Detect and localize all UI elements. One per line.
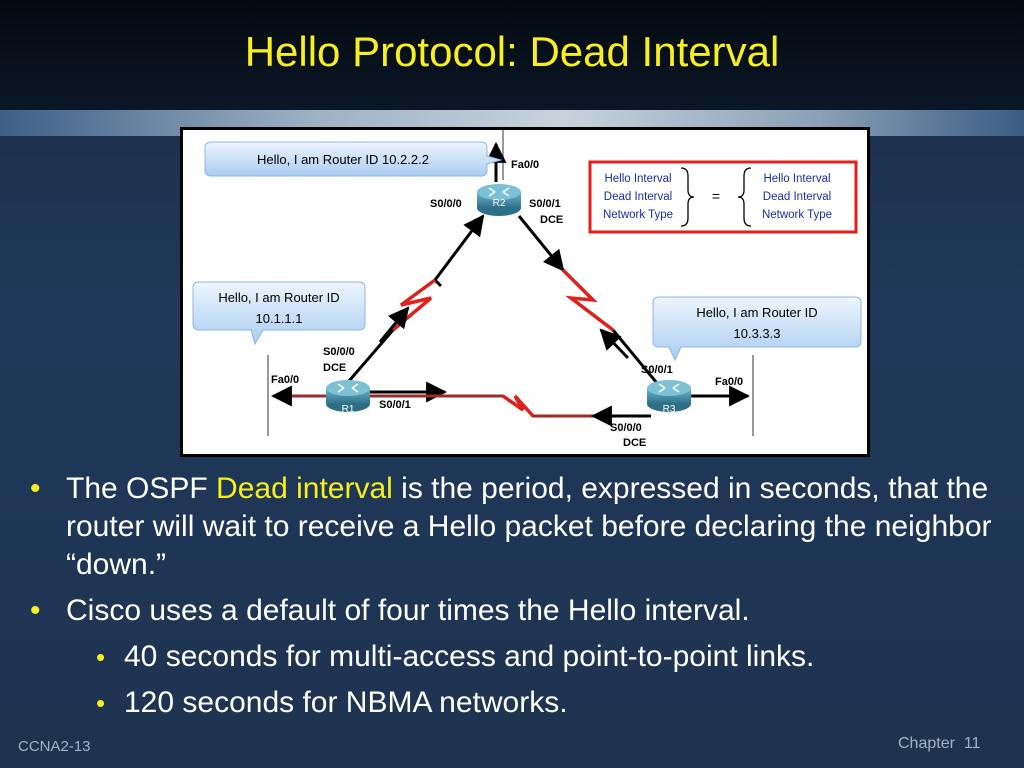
r2-s000-label: S0/0/0 <box>430 198 462 210</box>
r3-dce-label: DCE <box>623 437 646 449</box>
sub-bullet-40s: • 40 seconds for multi-access and point-… <box>30 638 1010 676</box>
r1-fa-label: Fa0/0 <box>271 374 299 386</box>
params-left-hello: Hello Interval <box>604 173 671 185</box>
r2-s001-label: S0/0/1 <box>529 198 561 210</box>
topology-svg: R2 R1 R3 Fa0/0 S0/0/0 S0/0/1 DCE S0/0/0 <box>192 130 862 449</box>
bullet-marker: • <box>30 472 41 505</box>
serial-link-r1-r3 <box>363 381 651 427</box>
serial-link-r1-r2 <box>341 214 485 389</box>
hello-bubble-r3-line2: 10.3.3.3 <box>734 326 781 341</box>
params-right-hello: Hello Interval <box>763 173 830 185</box>
bullet-cisco-default-text: Cisco uses a default of four times the H… <box>66 594 750 627</box>
r3-s000-label: S0/0/0 <box>610 422 642 434</box>
hello-bubble-r3: Hello, I am Router ID 10.3.3.3 <box>652 296 862 362</box>
router-r3-label: R3 <box>663 404 676 415</box>
hello-bubble-r2: Hello, I am Router ID 10.2.2.2 <box>204 141 503 177</box>
footer-chapter-label: Chapter <box>898 735 955 752</box>
bullet-dead-interval-pre: The OSPF <box>66 472 217 505</box>
footer-page-number: 11 <box>963 735 981 752</box>
sub-bullet-120s-text: 120 seconds for NBMA networks. <box>124 686 568 719</box>
params-left-network: Network Type <box>603 209 673 221</box>
serial-link-r2-r3 <box>517 215 663 389</box>
r1-s000-label: S0/0/0 <box>323 346 355 358</box>
left-brace-icon <box>680 167 695 227</box>
bullet-dead-interval-highlight: Dead interval <box>216 472 393 505</box>
r2-fa-label: Fa0/0 <box>511 159 539 171</box>
params-left-dead: Dead Interval <box>604 191 672 203</box>
router-r1-label: R1 <box>342 404 355 415</box>
bullet-cisco-default: • Cisco uses a default of four times the… <box>30 592 1010 630</box>
r2-dce-label: DCE <box>540 214 563 226</box>
ospf-params-box: Hello Interval Dead Interval Network Typ… <box>588 160 858 234</box>
network-diagram-frame: R2 R1 R3 Fa0/0 S0/0/0 S0/0/1 DCE S0/0/0 <box>180 127 870 457</box>
sub-bullet-120s: • 120 seconds for NBMA networks. <box>30 684 1010 722</box>
r1-s001-label: S0/0/1 <box>379 399 411 411</box>
r1-dce-label: DCE <box>323 362 346 374</box>
bullet-list: • The OSPF Dead interval is the period, … <box>30 470 1010 730</box>
hello-bubble-r1-line1: Hello, I am Router ID <box>218 290 339 305</box>
network-diagram: R2 R1 R3 Fa0/0 S0/0/0 S0/0/1 DCE S0/0/0 <box>183 130 867 454</box>
hello-bubble-r2-text: Hello, I am Router ID 10.2.2.2 <box>257 152 429 167</box>
slide-title: Hello Protocol: Dead Interval <box>244 28 780 75</box>
router-r2-icon[interactable]: R2 <box>477 184 521 216</box>
params-equals: = <box>712 188 720 204</box>
router-r1-icon[interactable]: R1 <box>326 380 370 415</box>
footer-chapter: Chapter 11 <box>898 735 980 753</box>
sub-bullet-marker: • <box>96 688 106 718</box>
router-r3-icon[interactable]: R3 <box>647 380 691 415</box>
sub-bullet-marker: • <box>96 642 106 672</box>
r3-fa-label: Fa0/0 <box>715 376 743 388</box>
hello-bubble-r3-line1: Hello, I am Router ID <box>696 305 817 320</box>
params-right-dead: Dead Interval <box>763 191 831 203</box>
hello-bubble-r1: Hello, I am Router ID 10.1.1.1 <box>192 281 366 346</box>
right-brace-icon <box>737 167 752 227</box>
r3-s001-label: S0/0/1 <box>641 364 673 376</box>
sub-bullet-40s-text: 40 seconds for multi-access and point-to… <box>124 640 815 673</box>
bullet-dead-interval-post: is the period, expressed in seconds, tha… <box>66 472 992 581</box>
router-r2-label: R2 <box>493 198 506 209</box>
params-right-network: Network Type <box>762 209 832 221</box>
footer-course-code: CCNA2-13 <box>18 738 91 755</box>
hello-bubble-r1-line2: 10.1.1.1 <box>256 311 303 326</box>
bullet-dead-interval: • The OSPF Dead interval is the period, … <box>30 470 1010 584</box>
bullet-marker: • <box>30 594 41 627</box>
title-band <box>0 0 1024 110</box>
